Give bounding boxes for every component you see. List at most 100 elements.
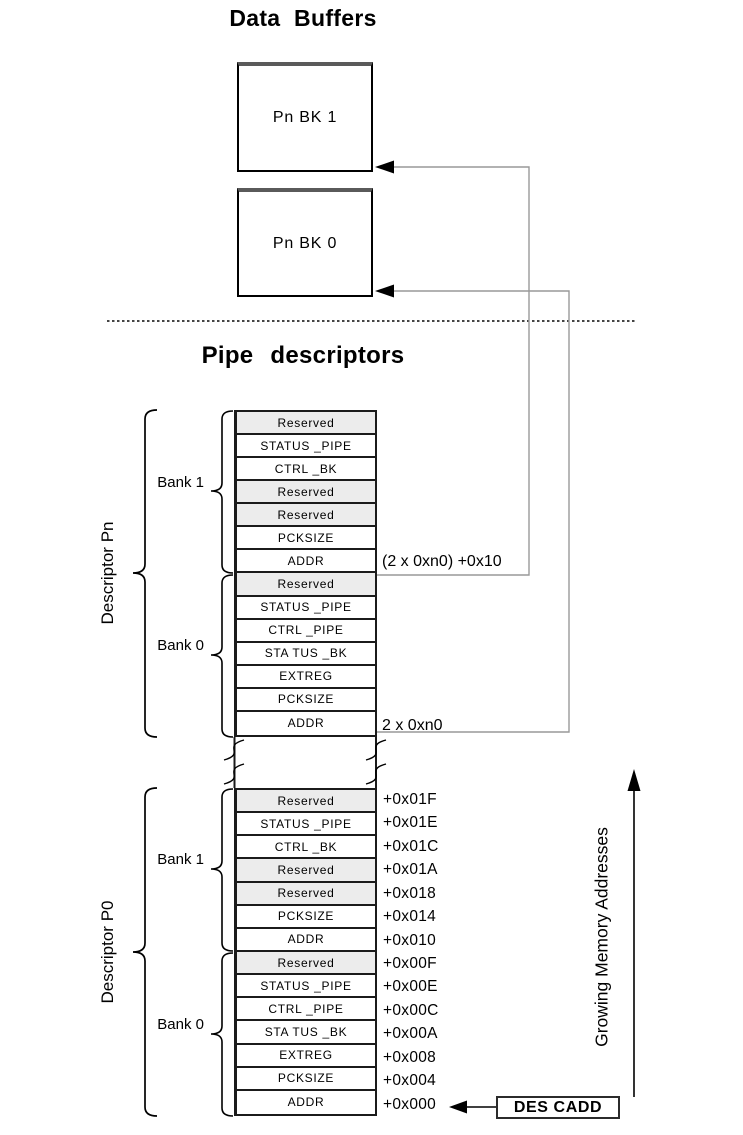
arrowhead-into-bk1-icon — [375, 160, 394, 174]
descriptor-row-status-pipe: STATUS _PIPE — [237, 975, 375, 999]
address-label: +0x00F — [383, 955, 437, 972]
row-label: STATUS _PIPE — [260, 600, 352, 615]
address-label: +0x014 — [383, 908, 437, 926]
row-label: ADDR — [287, 553, 325, 568]
row-label: CTRL _BK — [274, 461, 338, 476]
descriptor-row-ctrl-pipe: CTRL _PIPE — [237, 998, 375, 1022]
address-label: +0x01C — [383, 837, 439, 855]
descriptor-row-reserved: Reserved — [237, 573, 375, 597]
descriptor-row-reserved: Reserved — [237, 859, 375, 883]
descriptor-row-ctrl-bk: CTRL _BK — [237, 458, 375, 482]
pipe-descriptors-title: Pipe descriptors — [201, 342, 405, 369]
descriptor-row-sta-tus-bk: STA TUS _BK — [237, 1021, 375, 1045]
row-label: PCKSIZE — [277, 909, 335, 924]
arrowhead-into-bk0-icon — [375, 284, 394, 298]
descriptor-row-status-pipe: STATUS _PIPE — [237, 813, 375, 837]
descriptor-row-ctrl-pipe: CTRL _PIPE — [237, 619, 375, 643]
descriptor-row-addr: ADDR — [237, 550, 375, 574]
descriptor-row-extreg: EXTREG — [237, 1044, 375, 1068]
buffer-box-pn-bk0: Pn BK 0 — [237, 188, 373, 297]
descriptor-pn-label: Descriptor Pn — [98, 521, 117, 625]
row-label: CTRL _BK — [274, 839, 338, 854]
brace-pn-bank1 — [210, 410, 234, 574]
address-label: +0x01E — [383, 814, 438, 832]
bank-label-pn-1: Bank 1 — [157, 474, 204, 491]
descriptor-row-pcksize: PCKSIZE — [237, 1067, 375, 1091]
descriptor-row-extreg: EXTREG — [237, 665, 375, 689]
break-squiggle-icon — [365, 739, 387, 761]
memory-axis-arrowhead-icon — [627, 769, 641, 791]
address-label: +0x00A — [383, 1025, 438, 1043]
row-label: EXTREG — [279, 669, 333, 684]
row-label: PCKSIZE — [277, 530, 335, 545]
row-label: CTRL _PIPE — [268, 623, 344, 638]
bank-label-p0-1: Bank 1 — [157, 851, 204, 868]
row-label: Reserved — [277, 793, 335, 808]
descriptor-row-addr: ADDR — [237, 711, 375, 735]
descriptor-row-reserved: Reserved — [237, 790, 375, 814]
buffer-box-pn-bk1-label: Pn BK 1 — [272, 109, 338, 126]
descriptor-row-reserved: Reserved — [237, 481, 375, 505]
address-label: +0x004 — [383, 1072, 437, 1090]
address-label: +0x01F — [383, 791, 437, 808]
descriptor-row-status-pipe: STATUS _PIPE — [237, 435, 375, 459]
address-label: +0x01A — [383, 861, 438, 879]
descriptor-row-addr: ADDR — [237, 928, 375, 952]
descriptor-row-pcksize: PCKSIZE — [237, 527, 375, 551]
brace-p0-bank1 — [210, 788, 234, 952]
row-label: ADDR — [287, 1095, 325, 1110]
descadd-box: DES CADD — [496, 1096, 620, 1119]
descriptor-row-status-pipe: STATUS _PIPE — [237, 596, 375, 620]
row-label: Reserved — [277, 955, 335, 970]
bank-label-pn-0: Bank 0 — [157, 637, 204, 654]
address-label: +0x000 — [383, 1095, 437, 1113]
descriptor-row-pcksize: PCKSIZE — [237, 688, 375, 712]
break-squiggle-icon — [223, 739, 245, 761]
data-buffers-title: Data Buffers — [229, 5, 377, 31]
buffer-box-pn-bk0-label: Pn BK 0 — [272, 234, 338, 252]
row-label: STATUS _PIPE — [260, 438, 352, 453]
brace-descriptor-pn — [132, 409, 158, 738]
descriptor-row-ctrl-bk: CTRL _BK — [237, 836, 375, 860]
break-squiggle-icon — [223, 763, 245, 785]
descriptor-row-sta-tus-bk: STA TUS _BK — [237, 642, 375, 666]
row-label: Reserved — [277, 507, 335, 522]
buffer-box-pn-bk1: Pn BK 1 — [237, 62, 373, 172]
address-label: +0x008 — [383, 1048, 437, 1066]
brace-p0-bank0 — [210, 952, 234, 1117]
row-label: Reserved — [277, 886, 335, 901]
row-label: ADDR — [287, 716, 325, 731]
row-label: STA TUS _BK — [264, 1024, 348, 1039]
address-label: +0x00C — [383, 1001, 439, 1019]
row-label: EXTREG — [279, 1048, 333, 1063]
row-label: PCKSIZE — [277, 1071, 335, 1086]
descriptor-row-reserved: Reserved — [237, 504, 375, 528]
descriptor-row-reserved: Reserved — [237, 882, 375, 906]
row-label: Reserved — [277, 484, 335, 499]
row-label: ADDR — [287, 932, 325, 947]
row-label: STATUS _PIPE — [260, 816, 352, 831]
address-label: +0x010 — [383, 931, 437, 949]
brace-pn-bank0 — [210, 574, 234, 738]
row-label: CTRL _PIPE — [268, 1001, 344, 1016]
offset-note: (2 x 0xn0) +0x10 — [382, 553, 502, 571]
descadd-arrowhead-icon — [449, 1100, 467, 1114]
bank-label-p0-0: Bank 0 — [157, 1016, 204, 1033]
row-label: Reserved — [277, 862, 335, 877]
row-label: STATUS _PIPE — [260, 978, 352, 993]
descadd-label: DES CADD — [513, 1098, 603, 1116]
row-label: STA TUS _BK — [264, 646, 348, 661]
address-label: +0x018 — [383, 884, 437, 902]
connector-bank1-line — [377, 166, 530, 576]
row-label: Reserved — [277, 415, 335, 430]
break-squiggle-icon — [365, 763, 387, 785]
descriptor-row-reserved: Reserved — [237, 412, 375, 436]
descriptor-p0-label: Descriptor P0 — [98, 900, 117, 1004]
row-label: PCKSIZE — [277, 692, 335, 707]
descriptor-row-addr: ADDR — [237, 1090, 375, 1114]
offset-note: 2 x 0xn0 — [382, 716, 443, 734]
descriptor-row-reserved: Reserved — [237, 951, 375, 976]
address-label: +0x00E — [383, 978, 438, 996]
